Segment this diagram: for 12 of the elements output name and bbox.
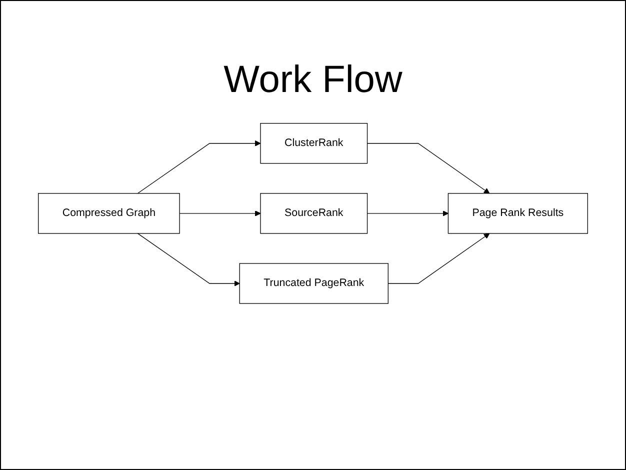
diagram-title: Work Flow bbox=[224, 59, 402, 102]
arrow bbox=[137, 140, 261, 194]
arrow bbox=[179, 210, 261, 216]
node-box: SourceRank bbox=[260, 193, 368, 234]
arrow bbox=[366, 143, 490, 194]
node-box: ClusterRank bbox=[260, 123, 368, 164]
node-box: Page Rank Results bbox=[448, 193, 588, 234]
node-box: Compressed Graph bbox=[38, 193, 180, 234]
node-box: Truncated PageRank bbox=[239, 263, 388, 304]
arrow bbox=[137, 233, 240, 286]
arrow bbox=[366, 210, 448, 216]
arrow bbox=[388, 233, 490, 284]
